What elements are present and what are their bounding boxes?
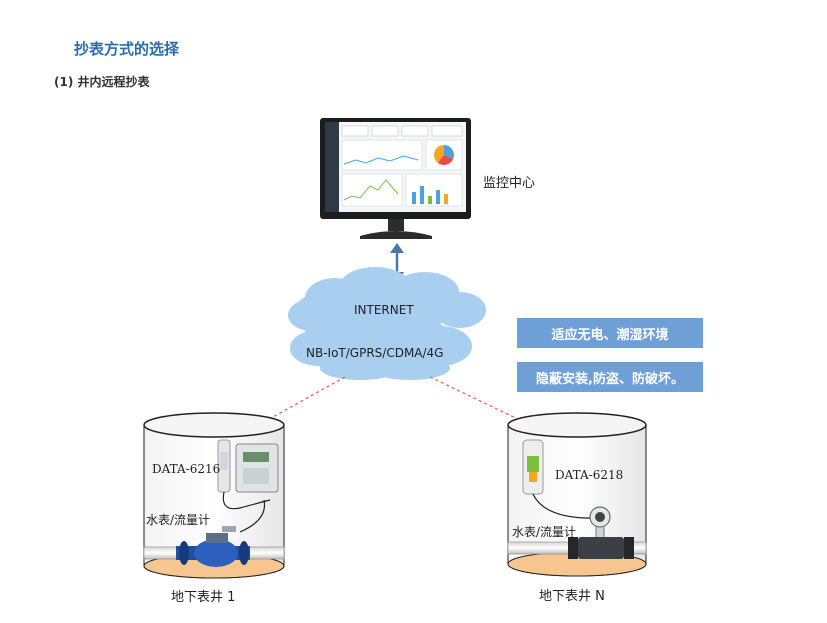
monitor-center-label: 监控中心 [483,176,536,191]
well-caption-left: 地下表井 1 [171,590,236,605]
well-right [507,412,647,577]
cloud-network-label: NB-IoT/GPRS/CDMA/4G [306,346,444,360]
note-box-environment: 适应无电、潮湿环境 [517,318,703,348]
internet-cloud [288,267,486,380]
sub-heading: (1) 井内远程抄表 [54,75,150,89]
flowmeter-icon [568,506,634,559]
well-caption-right: 地下表井 N [539,589,605,604]
note-box-installation: 隐蔽安装,防盗、防破坏。 [517,362,703,392]
device-label-left: DATA-6216 [152,462,221,476]
monitor-icon [320,118,471,239]
link-left [227,376,346,443]
cloud-internet-label: INTERNET [354,303,414,317]
well-left [143,412,285,579]
meter-label-right: 水表/流量计 [512,525,577,539]
section-heading: 抄表方式的选择 [74,40,180,58]
meter-label-left: 水表/流量计 [146,513,211,527]
water-meter-icon [176,526,250,567]
device-label-right: DATA-6218 [555,468,624,482]
